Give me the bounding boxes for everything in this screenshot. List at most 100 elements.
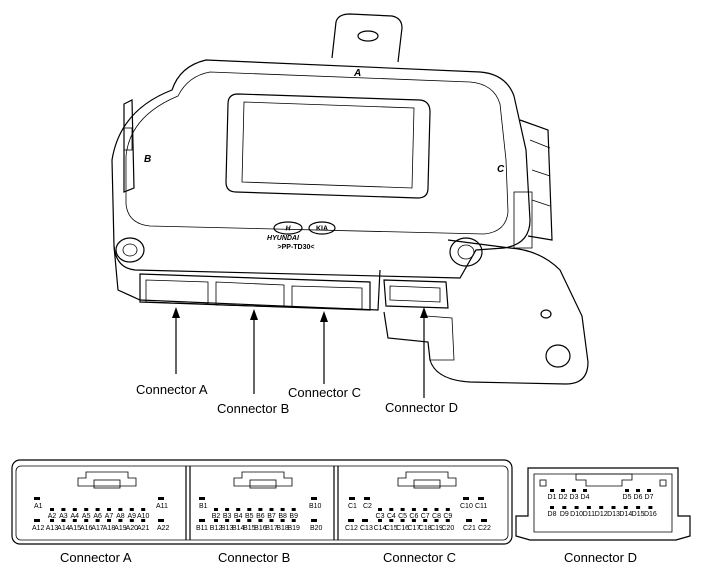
module-window-inner (241, 101, 415, 189)
pin-b17 (269, 519, 274, 522)
pin-c2 (364, 497, 370, 500)
pin-d5 (625, 489, 629, 492)
pin-label-b3: B3 (223, 513, 232, 520)
callout-connector-a: Connector A (136, 382, 208, 397)
pin-label-a3: A3 (59, 513, 68, 520)
pin-c15 (389, 519, 394, 522)
pin-b4 (236, 508, 241, 511)
pin-c3 (378, 508, 382, 511)
pin-label-d14: D14 (619, 511, 632, 518)
bracket-boss (449, 237, 483, 267)
pin-label-a13: A13 (46, 525, 59, 532)
kia-logo-text: KIA (316, 226, 328, 233)
pin-b19 (291, 519, 296, 522)
bracket-hole-small (540, 309, 552, 319)
pin-c22 (481, 519, 487, 522)
pin-label-d8: D8 (548, 511, 557, 518)
pin-label-a5: A5 (82, 513, 91, 520)
pin-a10 (141, 508, 146, 511)
pin-a15 (72, 519, 77, 522)
hyundai-wordmark: HYUNDAI (267, 235, 300, 242)
pin-label-b8: B8 (278, 513, 287, 520)
left-side-rib (123, 99, 135, 193)
pin-label-d9: D9 (560, 511, 569, 518)
pin-label-a8: A8 (116, 513, 125, 520)
pin-label-c8: C8 (432, 513, 441, 520)
pin-a12 (34, 519, 40, 522)
face-label-a: A (353, 68, 361, 79)
pin-label-b9: B9 (289, 513, 298, 520)
pin-a2 (50, 508, 54, 511)
callout-arrows (172, 307, 428, 398)
pin-d6 (636, 489, 640, 492)
pin-label-d10: D10 (570, 511, 583, 518)
module-illustration: H KIA HYUNDAI >PP-TD30< A B C (111, 13, 589, 385)
pin-label-c13: C13 (360, 525, 373, 532)
pin-label-c7: C7 (421, 513, 430, 520)
pin-label-b1: B1 (199, 503, 208, 510)
pin-label-d7: D7 (645, 494, 654, 501)
module-housing (111, 59, 531, 279)
pin-b5 (247, 508, 252, 511)
pin-label-c21: C21 (463, 525, 476, 532)
pin-label-a17: A17 (91, 525, 104, 532)
pin-label-d2: D2 (559, 494, 568, 501)
pin-label-b12: B12 (210, 525, 223, 532)
pin-b18 (280, 519, 285, 522)
latch-b (233, 471, 293, 487)
pin-c4 (389, 508, 394, 511)
kia-logo (308, 221, 336, 235)
pin-c17 (411, 519, 416, 522)
pin-label-c16: C16 (396, 525, 409, 532)
pin-label-c17: C17 (407, 525, 420, 532)
pin-a5 (84, 508, 89, 511)
pin-c18 (423, 519, 428, 522)
latch-d (575, 473, 633, 487)
pin-b1 (199, 497, 205, 500)
pin-d11 (586, 506, 591, 509)
socket-d (383, 279, 449, 309)
pin-label-c4: C4 (387, 513, 396, 520)
pin-label-c6: C6 (409, 513, 418, 520)
pin-label-a6: A6 (93, 513, 102, 520)
pin-b14 (236, 519, 241, 522)
pin-label-b7: B7 (267, 513, 276, 520)
pin-b10 (311, 497, 317, 500)
callout-connector-b: Connector B (217, 401, 289, 416)
pin-c1 (349, 497, 355, 500)
hyundai-logo (273, 221, 303, 235)
abc-housing-inner (15, 465, 509, 541)
callout-connector-c: Connector C (288, 385, 361, 400)
pin-c14 (378, 519, 382, 522)
pin-label-c1: C1 (348, 503, 357, 510)
pin-label-b6: B6 (256, 513, 265, 520)
title-connector-a: Connector A (60, 550, 132, 565)
pin-b3 (225, 508, 230, 511)
pin-d9 (562, 506, 567, 509)
pin-label-b15: B15 (243, 525, 256, 532)
title-connector-c: Connector C (383, 550, 456, 565)
latch-c (397, 471, 457, 487)
right-side-ribs (519, 119, 553, 241)
pin-label-d4: D4 (581, 494, 590, 501)
face-label-b: B (144, 154, 151, 165)
pin-label-b4: B4 (234, 513, 243, 520)
pin-a3 (61, 508, 66, 511)
pin-label-b17: B17 (265, 525, 278, 532)
pin-d3 (572, 489, 576, 492)
pin-b6 (258, 508, 263, 511)
top-mount-tab (331, 13, 403, 63)
pin-a19 (118, 519, 123, 522)
pin-label-a9: A9 (128, 513, 137, 520)
socket-c (291, 285, 363, 310)
pin-label-c5: C5 (398, 513, 407, 520)
pin-label-c19: C19 (430, 525, 443, 532)
left-side-slot (123, 127, 133, 151)
connector-block-front (139, 273, 371, 311)
pin-label-c12: C12 (345, 525, 358, 532)
pin-b13 (225, 519, 230, 522)
